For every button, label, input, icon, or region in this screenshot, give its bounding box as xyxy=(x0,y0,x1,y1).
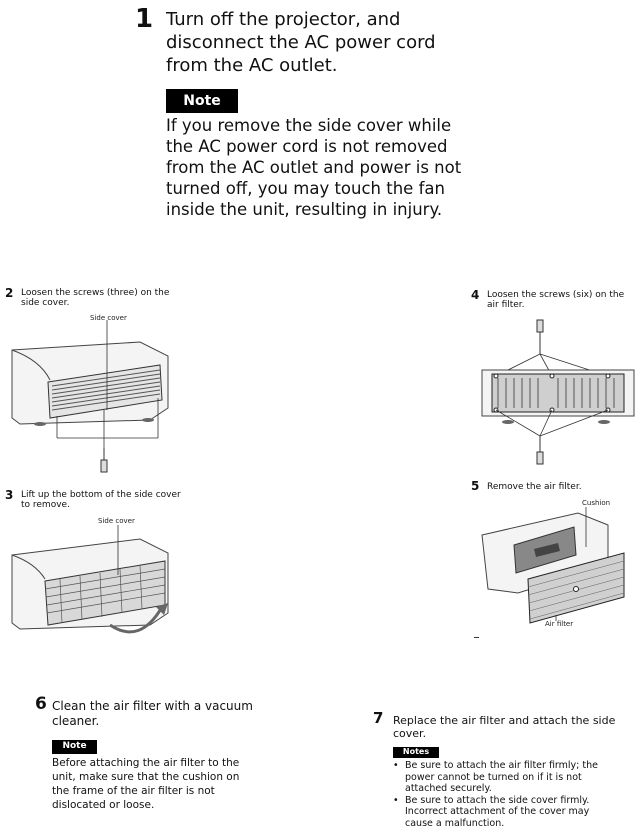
step-4-number: 4 xyxy=(471,288,480,302)
step-7-text: Replace the air filter and attach the si… xyxy=(393,714,616,740)
step-7-note-item: • Be sure to attach the side cover firml… xyxy=(393,794,590,829)
step-3-number: 3 xyxy=(5,488,14,502)
step-1-note-badge: Note xyxy=(166,89,238,113)
step-6-note-text: Before attaching the air filter to the u… xyxy=(52,757,240,811)
screwdriver-icon xyxy=(100,448,108,473)
step-5-number: 5 xyxy=(471,479,480,493)
step-7-notes-list: • Be sure to attach the air filter firml… xyxy=(393,760,603,829)
lift-arrow-icon xyxy=(109,603,168,634)
step-2-number: 2 xyxy=(5,286,14,300)
bullet-icon: • xyxy=(393,760,399,771)
step-4-illustration xyxy=(481,319,635,465)
bullet-icon: • xyxy=(393,794,399,806)
step-7-note-item: • Be sure to attach the air filter firml… xyxy=(393,760,598,794)
step-7-notes-badge: Notes xyxy=(393,747,439,758)
step-6-note-badge: Note xyxy=(52,740,97,754)
step-3-illustration xyxy=(11,525,169,634)
step-3-text: Lift up the bottom of the side cover to … xyxy=(21,490,181,510)
step-1-text: Turn off the projector, and disconnect t… xyxy=(166,9,436,76)
dash-mark xyxy=(474,637,479,638)
air-filter-panel xyxy=(527,552,625,624)
step-2-text: Loosen the screws (three) on the side co… xyxy=(21,288,170,308)
step-5-callout-air-filter: Air filter xyxy=(545,620,574,628)
step-6-number: 6 xyxy=(35,694,47,714)
step-3-callout: Side cover xyxy=(98,517,135,525)
step-2-illustration xyxy=(11,320,169,473)
step-7-number: 7 xyxy=(373,709,384,727)
air-filter-panel xyxy=(491,373,625,413)
air-filter-grid xyxy=(44,560,166,626)
screwdriver-icon xyxy=(536,319,544,354)
screwdriver-icon xyxy=(536,436,544,465)
step-5-callout-cushion: Cushion xyxy=(582,499,611,507)
side-cover-vents xyxy=(47,364,163,419)
step-2-callout: Side cover xyxy=(90,314,127,322)
step-1-number: 1 xyxy=(135,4,154,34)
step-4-text: Loosen the screws (six) on the air filte… xyxy=(487,290,625,310)
step-1-note-text: If you remove the side cover while the A… xyxy=(166,116,462,219)
step-6-text: Clean the air filter with a vacuum clean… xyxy=(52,699,253,728)
step-5-illustration xyxy=(481,507,625,624)
step-5-text: Remove the air filter. xyxy=(487,482,582,492)
